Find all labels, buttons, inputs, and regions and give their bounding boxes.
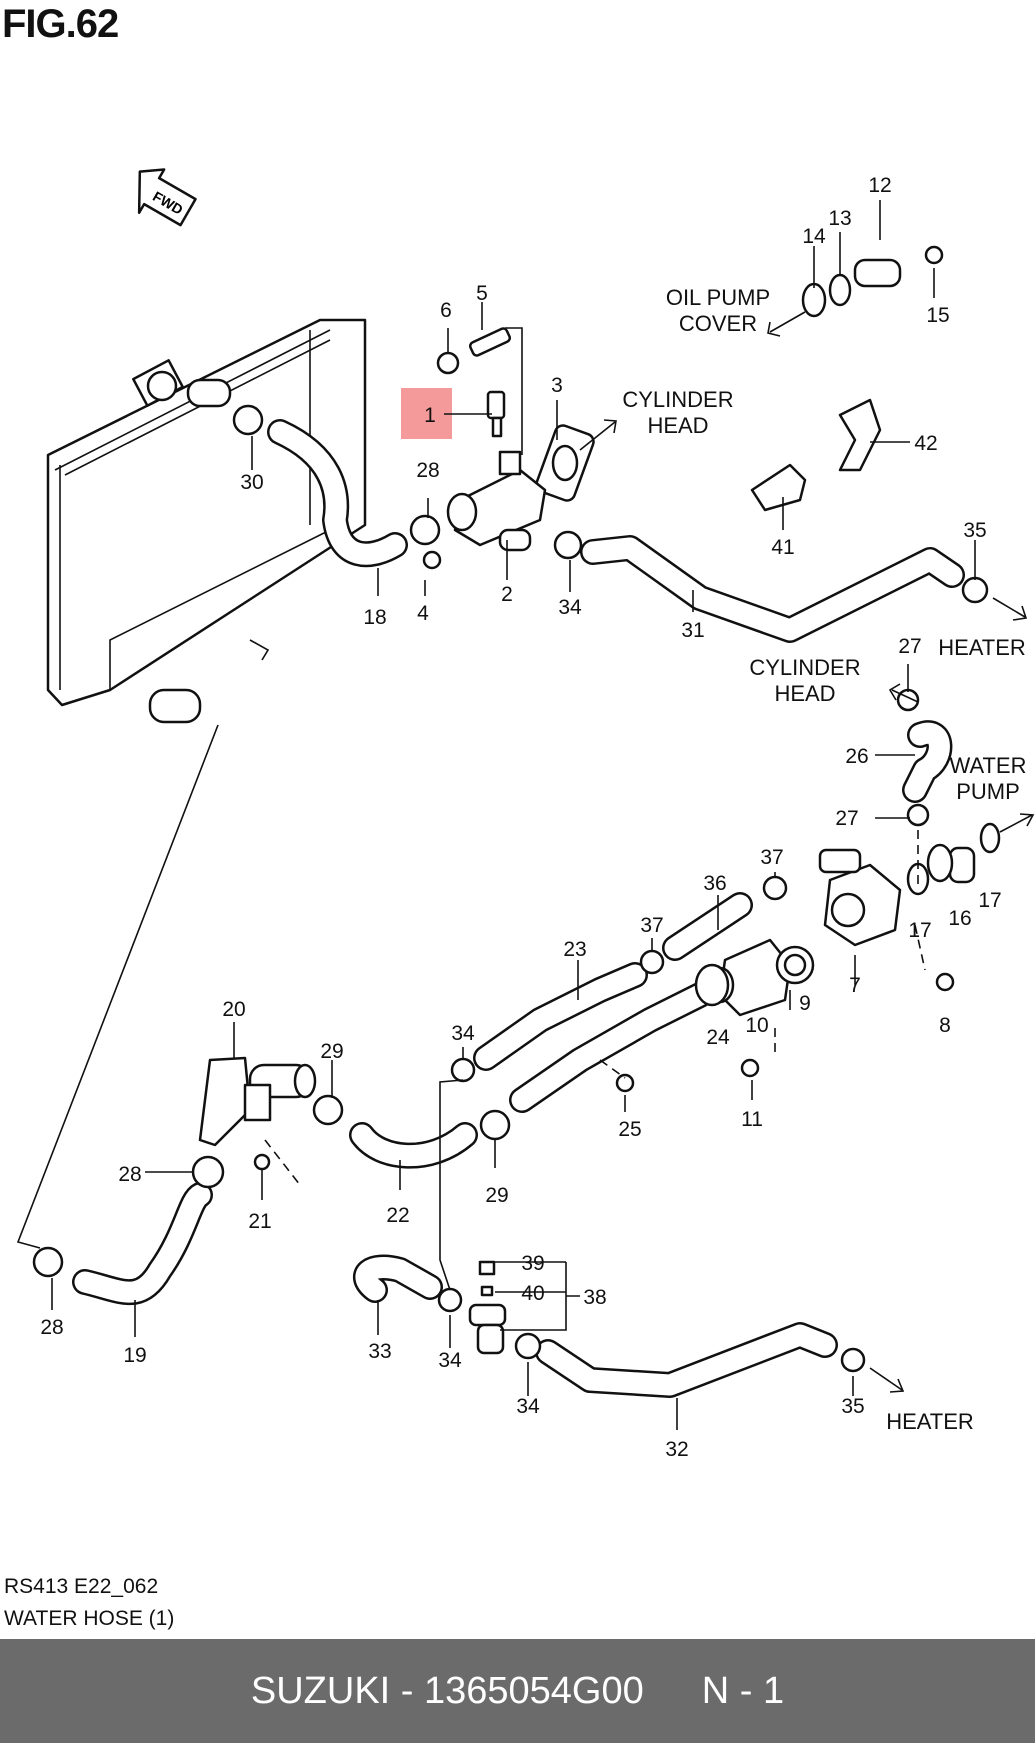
label-oil-pump-1: OIL PUMP [666, 285, 770, 310]
union-38 [468, 1260, 507, 1355]
callout-2: 2 [501, 583, 513, 606]
callout-31: 31 [681, 619, 704, 642]
callout-29a: 29 [320, 1040, 343, 1063]
callout-27b: 27 [835, 807, 858, 830]
pipe-36 [662, 892, 753, 961]
callout-33: 33 [368, 1340, 391, 1363]
callout-22: 22 [386, 1204, 409, 1227]
callout-39: 39 [521, 1252, 544, 1275]
fwd-arrow-icon: FWD [137, 168, 197, 227]
callout-41: 41 [771, 536, 794, 559]
callout-10: 10 [745, 1014, 768, 1037]
callout-numbers: 1 2 3 4 5 6 7 8 9 10 11 12 13 14 15 16 1… [40, 174, 1001, 1461]
highlight-part-1 [401, 388, 452, 439]
direction-labels: OIL PUMP COVER CYLINDER HEAD HEATER CYLI… [622, 285, 1026, 1434]
callout-32: 32 [665, 1438, 688, 1461]
clamps [32, 245, 989, 1373]
callout-34c: 34 [438, 1349, 462, 1372]
callout-20: 20 [222, 998, 245, 1021]
callout-11: 11 [741, 1108, 763, 1131]
water-hose-diagram: FWD [16, 168, 1035, 1461]
callout-36: 36 [703, 872, 726, 895]
callout-6: 6 [440, 299, 452, 322]
callout-35a: 35 [963, 519, 986, 542]
callout-35b: 35 [841, 1395, 864, 1418]
callout-42: 42 [914, 432, 937, 455]
callout-40: 40 [521, 1282, 544, 1305]
radiator [46, 318, 367, 724]
callout-37b: 37 [640, 914, 663, 937]
diagram-name: WATER HOSE (1) [4, 1607, 175, 1630]
hose-18 [267, 419, 408, 568]
callout-9: 9 [799, 992, 811, 1015]
bracket-41 [750, 463, 807, 512]
figure-title: FIG.62 [2, 2, 119, 46]
callout-15: 15 [926, 304, 949, 327]
callout-27a: 27 [898, 635, 921, 658]
callout-23: 23 [563, 938, 586, 961]
callout-8: 8 [939, 1014, 951, 1037]
callout-26: 26 [845, 745, 868, 768]
callout-28a: 28 [416, 459, 439, 482]
label-cylinder-head-a2: HEAD [647, 413, 708, 438]
callout-5: 5 [476, 282, 488, 305]
water-outlet-housing [446, 424, 595, 552]
callout-37a: 37 [760, 846, 783, 869]
stud-5 [468, 327, 512, 357]
footer-bar: SUZUKI - 1365054G00 N - 1 [0, 1639, 1035, 1743]
callout-24: 24 [706, 1026, 730, 1049]
water-inlet-pipe-20 [198, 1056, 317, 1147]
callout-12: 12 [868, 174, 891, 197]
hose-22 [349, 1122, 478, 1169]
callout-34d: 34 [516, 1395, 540, 1418]
direction-arrows [579, 311, 1035, 1393]
label-water-pump-1: WATER [950, 753, 1027, 778]
callout-13: 13 [828, 207, 851, 230]
callout-38: 38 [583, 1286, 606, 1309]
label-oil-pump-2: COVER [679, 311, 757, 336]
footer-part-info: SUZUKI - 1365054G00 [250, 1669, 644, 1712]
hose-32 [535, 1322, 838, 1398]
leader-lines [16, 200, 976, 1430]
diagram-code: RS413 E22_062 [4, 1575, 159, 1598]
label-cylinder-head-a1: CYLINDER [622, 387, 733, 412]
callout-18: 18 [363, 606, 386, 629]
pipe-23 [473, 962, 713, 1113]
callout-16: 16 [948, 907, 971, 930]
callout-7: 7 [849, 974, 861, 997]
callout-4: 4 [417, 602, 429, 625]
callout-17b: 17 [978, 889, 1001, 912]
callout-28c: 28 [40, 1316, 63, 1339]
hose-33 [353, 1254, 443, 1303]
footer-page: N - 1 [701, 1669, 785, 1712]
callout-34a: 34 [558, 596, 582, 619]
callout-34b: 34 [451, 1022, 475, 1045]
label-cylinder-head-b2: HEAD [774, 681, 835, 706]
callout-30: 30 [240, 471, 263, 494]
callout-28b: 28 [118, 1163, 141, 1186]
hose-19 [72, 1182, 213, 1306]
callout-21: 21 [248, 1210, 271, 1233]
callout-29b: 29 [485, 1184, 508, 1207]
callout-25: 25 [618, 1118, 641, 1141]
label-heater-b: HEATER [886, 1409, 974, 1434]
bracket-42 [838, 398, 882, 472]
thermostat-cover [694, 822, 1001, 1017]
label-heater-a: HEATER [938, 635, 1026, 660]
callout-1: 1 [424, 404, 436, 427]
callout-3: 3 [551, 374, 563, 397]
label-cylinder-head-b1: CYLINDER [749, 655, 860, 680]
label-water-pump-2: PUMP [956, 779, 1020, 804]
callout-14: 14 [802, 225, 826, 248]
hose-26 [902, 720, 953, 803]
callout-17a: 17 [908, 919, 931, 942]
sensor-1 [486, 390, 506, 438]
callout-19: 19 [123, 1344, 146, 1367]
hose-31 [580, 535, 965, 643]
